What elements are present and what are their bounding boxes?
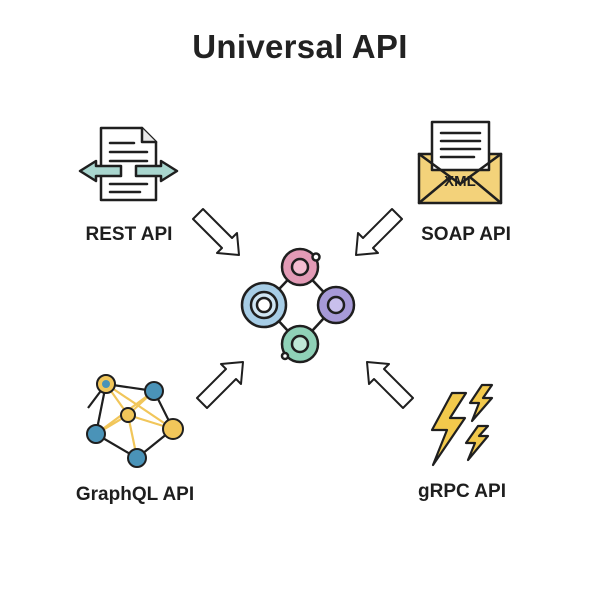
rest-api-icon xyxy=(78,126,179,202)
rest-api-label: REST API xyxy=(85,224,173,245)
arrow-from-soap xyxy=(355,208,403,256)
central-hub-icon xyxy=(240,247,356,364)
arrow-from-rest xyxy=(192,208,240,256)
diagram-title: Universal API xyxy=(192,28,408,65)
graphql-api-label: GraphQL API xyxy=(75,484,195,505)
arrows xyxy=(192,208,414,409)
grpc-lightning-icon xyxy=(430,383,494,467)
arrow-from-graphql xyxy=(196,361,244,409)
soap-api-label: SOAP API xyxy=(421,224,511,245)
xml-badge: XML xyxy=(444,173,476,190)
graphql-graph-icon xyxy=(86,374,184,468)
soap-api-envelope-icon xyxy=(417,120,503,205)
grpc-api-label: gRPC API xyxy=(418,481,506,502)
arrow-from-grpc xyxy=(366,361,414,409)
